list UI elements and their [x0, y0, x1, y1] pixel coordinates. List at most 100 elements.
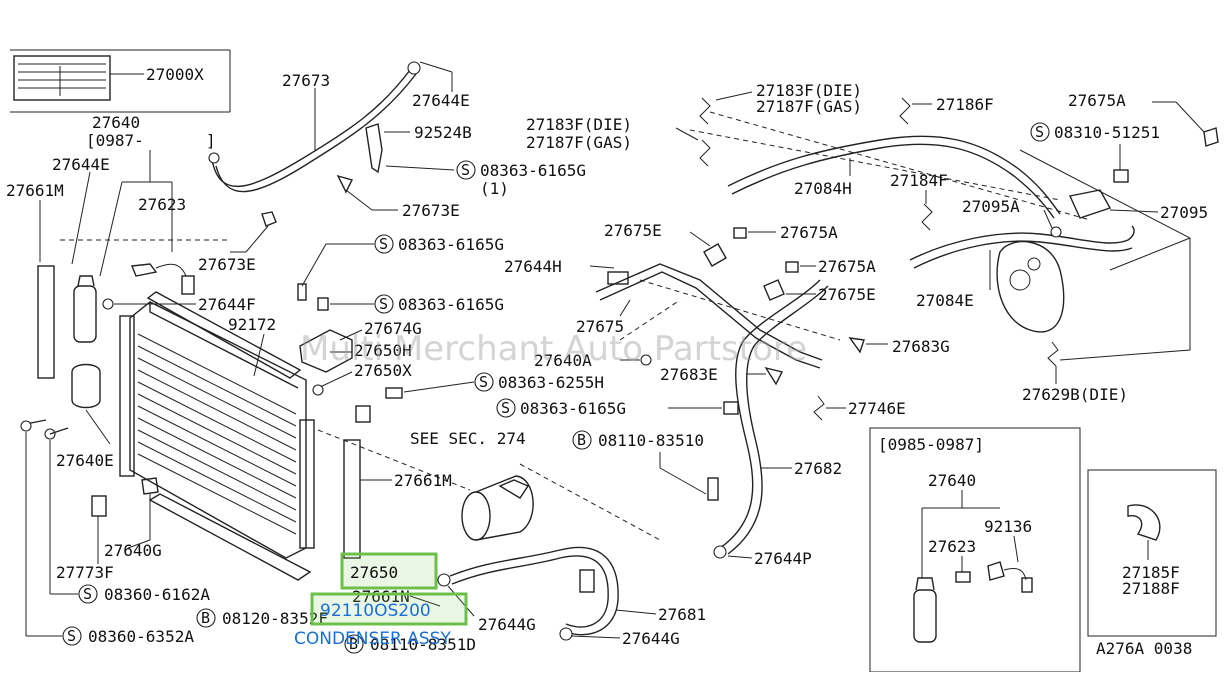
- label-27095: 27095: [1160, 203, 1208, 222]
- label-27644E-left: 27644E: [52, 155, 110, 174]
- label-27183F-die-mid: 27183F(DIE): [526, 115, 632, 134]
- watermark: Multi Merchant Auto Partstore: [300, 329, 807, 369]
- condenser-part-number-link[interactable]: 92110OS200: [320, 601, 431, 621]
- inset-label-27623: 27623: [928, 537, 976, 556]
- inset-label-92136: 92136: [984, 517, 1032, 536]
- drier-canister: [73, 285, 97, 343]
- label-27084E: 27084E: [916, 291, 974, 310]
- label-27187F-gas-mid: 27187F(GAS): [526, 133, 632, 152]
- upper-bolts: S 08363-6165G S 08363-6165G 92172 27674G…: [228, 234, 504, 396]
- label-27681: 27681: [658, 605, 706, 624]
- label-08363-6165G-d: 08363-6165G: [520, 399, 626, 418]
- label-27640G: 27640G: [104, 541, 162, 560]
- condenser-fins: [137, 333, 297, 535]
- bolt-marker-2: B: [349, 635, 358, 653]
- label-27650[interactable]: 27650: [350, 563, 398, 582]
- label-27675A-mid: 27675A: [818, 257, 876, 276]
- label-27640: 27640: [92, 113, 140, 132]
- label-27184F: 27184F: [890, 171, 948, 190]
- condenser-lower-seal: [148, 493, 312, 581]
- label-08120-8352F: 08120-8352F: [222, 609, 328, 628]
- hose-27681: 27681 27644G 27644G 27661N: [352, 546, 706, 648]
- label-27673E-mid: 27673E: [198, 255, 256, 274]
- figure-code: A276A 0038: [1096, 639, 1192, 658]
- label-27673: 27673: [282, 71, 330, 90]
- screw-marker: S: [461, 161, 470, 179]
- side-seal-right: [343, 439, 361, 559]
- label-08363-6165G-a: 08363-6165G: [480, 161, 586, 180]
- label-27675A-right: 27675A: [1068, 91, 1126, 110]
- label-see-sec-274: SEE SEC. 274: [410, 429, 526, 448]
- label-27675: 27675: [576, 317, 624, 336]
- label-27650X: 27650X: [354, 361, 412, 380]
- label-27773F: 27773F: [56, 563, 114, 582]
- label-08363-6255H: 08363-6255H: [498, 373, 604, 392]
- inset-drier-canister: [913, 589, 937, 643]
- evaporator-unit: 27629B(DIE) 27095 27095A S 08310-51251 2…: [962, 91, 1219, 404]
- label-27683G: 27683G: [892, 337, 950, 356]
- label-27644P: 27644P: [754, 549, 812, 568]
- inset-label-27640: 27640: [928, 471, 976, 490]
- label-date-0987: [0987-: [86, 131, 144, 150]
- label-27183F-die-top: 27183F(DIE): [756, 81, 862, 100]
- label-27673E-top: 27673E: [402, 201, 460, 220]
- hotspot-condenser-box[interactable]: [310, 592, 468, 626]
- pipe-27675: 27644H 27675 27675E 27675A 27675A 27675E…: [504, 221, 950, 386]
- label-08363-6165G-c: 08363-6165G: [398, 295, 504, 314]
- label-27623: 27623: [138, 195, 186, 214]
- bolt-marker-1: B: [201, 609, 210, 627]
- lower-left-fasteners: S 08360-6352A S 08360-6162A B 08120-8352…: [20, 419, 476, 654]
- inset-27185F: 27185F 27188F: [1087, 469, 1217, 637]
- label-27640A: 27640A: [534, 351, 592, 370]
- label-08110-83510: 08110-83510: [598, 431, 704, 450]
- label-date-0987-close: ]: [206, 131, 216, 150]
- label-27675E-top: 27675E: [604, 221, 662, 240]
- label-27682: 27682: [794, 459, 842, 478]
- label-27644H: 27644H: [504, 257, 562, 276]
- condenser-core: 27661M 27640E 27640G 27773F: [37, 265, 452, 582]
- hotspot-condenser-assy[interactable]: 92110OS200 CONDENSER ASSY: [294, 592, 468, 649]
- label-27185F: 27185F: [1122, 563, 1180, 582]
- condenser-upper-seal: [146, 291, 302, 379]
- mid-fasteners: S 08363-6255H S 08363-6165G: [355, 372, 739, 423]
- label-08110-8351D: 08110-8351D: [370, 635, 476, 654]
- screw-marker-4: S: [67, 627, 76, 645]
- bracket-92524B: 92524B S 08363-6165G (1) 27673E: [336, 123, 586, 220]
- screw-marker-3: S: [379, 295, 388, 313]
- condenser-side-tank-left: [119, 315, 135, 477]
- label-27674G: 27674G: [364, 319, 422, 338]
- hotspot-27650-box[interactable]: [340, 552, 438, 590]
- caution-label-sticker: [13, 55, 111, 101]
- condenser-assy-link[interactable]: CONDENSER ASSY: [294, 629, 451, 649]
- label-27186F: 27186F: [936, 95, 994, 114]
- label-27084H: 27084H: [794, 179, 852, 198]
- label-qty-1: (1): [480, 179, 509, 198]
- label-27629B-die: 27629B(DIE): [1022, 385, 1128, 404]
- label-27746E: 27746E: [848, 399, 906, 418]
- hotspot-27650[interactable]: 27650: [340, 552, 438, 590]
- label-27661M-left: 27661M: [6, 181, 64, 200]
- label-92172: 92172: [228, 315, 276, 334]
- label-27640E: 27640E: [56, 451, 114, 470]
- label-27661N: 27661N: [352, 587, 410, 606]
- pipe-27084H: 27183F(DIE) 27187F(GAS) 27186F 27183F(DI…: [526, 81, 1091, 221]
- screw-marker-5: S: [83, 585, 92, 603]
- hose-27682: 27682 27644P 27746E: [713, 279, 906, 568]
- pipe-27673: 27673 27644E: [208, 61, 470, 193]
- label-08360-6162A: 08360-6162A: [104, 585, 210, 604]
- label-27644E-top: 27644E: [412, 91, 470, 110]
- label-27661M-right: 27661M: [394, 471, 452, 490]
- screw-marker-7: S: [501, 399, 510, 417]
- label-08310-51251: 08310-51251: [1054, 123, 1160, 142]
- inset-0985-0987: [0985-0987] 27640 92136 27623: [869, 427, 1081, 673]
- label-27683E: 27683E: [660, 365, 718, 384]
- label-27644G-right: 27644G: [622, 629, 680, 648]
- inset-title: [0985-0987]: [878, 435, 984, 454]
- label-27000X: 27000X: [146, 65, 204, 84]
- label-08360-6352A: 08360-6352A: [88, 627, 194, 646]
- label-92524B: 92524B: [414, 123, 472, 142]
- bolt-marker-3: B: [577, 431, 586, 449]
- label-27644G-left: 27644G: [478, 615, 536, 634]
